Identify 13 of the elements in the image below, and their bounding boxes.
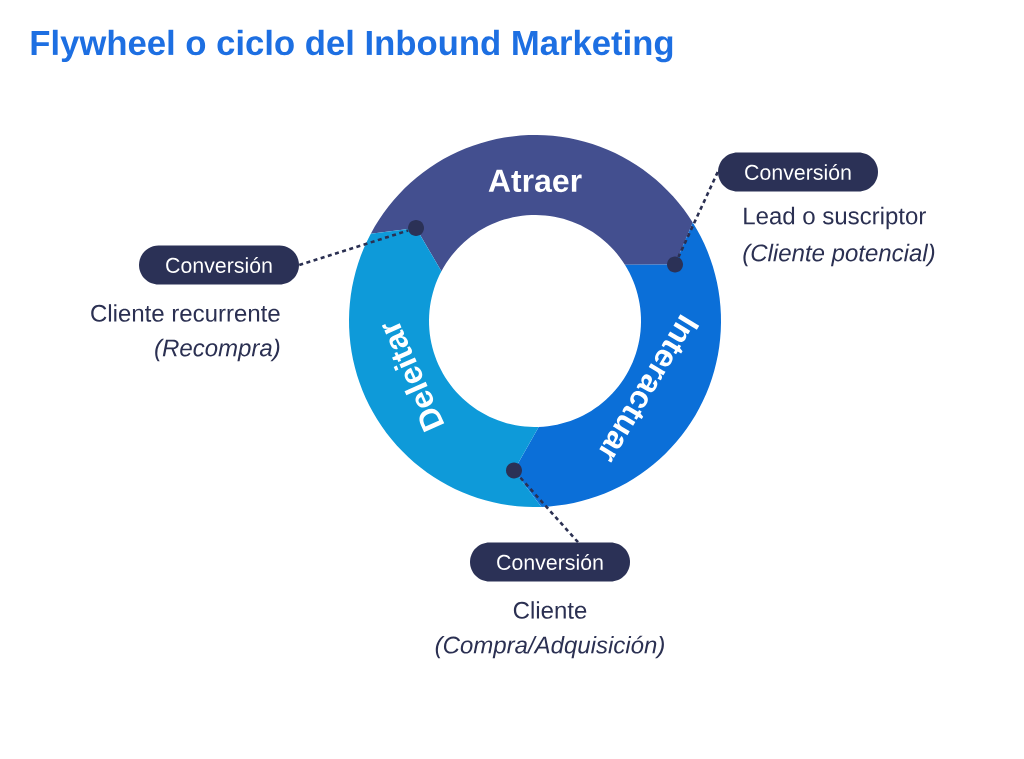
caption-text: (Cliente potencial)	[743, 243, 935, 267]
caption-text: (Recompra)	[155, 338, 280, 362]
caption-text: Lead o suscriptor	[744, 206, 926, 230]
caption-text: Cliente recurrente	[91, 304, 280, 322]
leader-line	[518, 475, 579, 544]
caption-text: (Compra/Adquisición)	[435, 635, 664, 659]
leader-line	[677, 171, 719, 258]
caption-text: Cliente	[513, 601, 587, 619]
pill-label: Conversión	[470, 542, 630, 582]
title: Flywheel o ciclo del Inbound Marketing	[31, 29, 673, 63]
pill-label: Conversión	[718, 152, 878, 192]
ring-segment: Atraer	[370, 135, 693, 272]
pill-label: Conversión	[139, 245, 299, 285]
